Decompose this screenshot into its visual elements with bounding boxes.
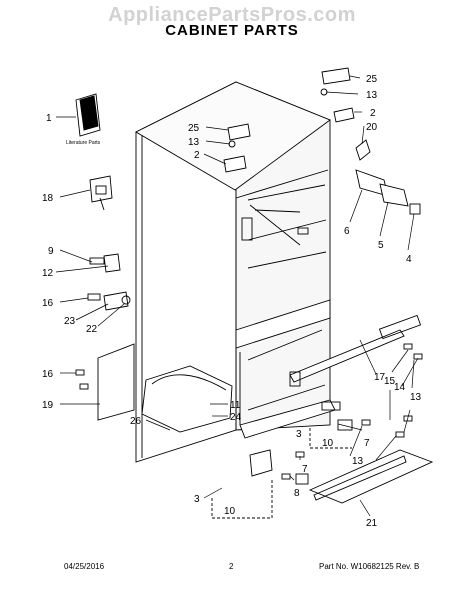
callout-7-right: 7: [364, 438, 370, 449]
page-title: CABINET PARTS: [165, 22, 299, 39]
callout-25-top: 25: [366, 74, 378, 85]
callout-10-bracket: [211, 428, 352, 519]
footer-date: 04/25/2016: [64, 562, 105, 571]
toe-kick-grille: [295, 449, 434, 504]
callout-9: 9: [48, 246, 54, 257]
callout-5: 5: [378, 240, 384, 251]
callout-20: 20: [366, 122, 378, 133]
callout-22: 22: [86, 324, 98, 335]
callout-21: 21: [366, 518, 378, 529]
part-19-plate: [75, 343, 135, 421]
callout-6: 6: [344, 226, 350, 237]
callout-10-left: 10: [224, 506, 236, 517]
callout-26: 26: [130, 416, 142, 427]
callout-2-right: 2: [370, 108, 376, 119]
part-11-24-gasket: [141, 365, 233, 433]
callout-8: 8: [294, 488, 300, 499]
callout-10-right: 10: [322, 438, 334, 449]
callout-13-top: 13: [366, 90, 378, 101]
callout-16-bottom: 16: [42, 369, 54, 380]
footer-part-number: Part No. W10682125 Rev. B: [319, 562, 420, 571]
callout-7-left: 7: [302, 464, 308, 475]
callout-12: 12: [42, 268, 54, 279]
watermark: AppliancePartsPros.com: [108, 4, 356, 26]
literature-label: Literature Parts: [66, 140, 101, 146]
part-18-bracket: [89, 175, 113, 211]
callout-11: 11: [230, 400, 241, 411]
callout-13-bottom: 13: [352, 456, 364, 467]
callout-3-left: 3: [194, 494, 200, 505]
callout-17: 17: [374, 372, 386, 383]
callout-19: 19: [42, 400, 54, 411]
part-2-hinge: [223, 88, 355, 173]
callout-23: 23: [64, 316, 76, 327]
callout-15: 15: [384, 376, 396, 387]
part-20-clip: [355, 139, 371, 161]
literature-parts: [75, 93, 101, 137]
callout-18: 18: [42, 193, 54, 204]
callout-24: 24: [230, 412, 242, 423]
part-9-12-hinge: [89, 253, 121, 273]
callout-13-left: 13: [188, 137, 200, 148]
lower-hardware: [281, 343, 423, 480]
drawer-rail: [289, 314, 422, 387]
footer-page-number: 2: [229, 562, 234, 571]
callout-14: 14: [394, 382, 406, 393]
callout-2-left: 2: [194, 150, 200, 161]
callout-25-left: 25: [188, 123, 200, 134]
callout-labels: 1 2 2 3 3 4 5 6 7 7 8 9 10 10 11 12 13 1…: [42, 74, 422, 529]
part-16-23-22-hinge: [87, 291, 131, 311]
leader-lines: [55, 75, 419, 517]
callout-3-right: 3: [296, 429, 302, 440]
callout-1: 1: [46, 113, 52, 124]
callout-4: 4: [406, 254, 412, 265]
part-25-cover: [227, 67, 351, 141]
callout-16-top: 16: [42, 298, 54, 309]
callout-13-right: 13: [410, 392, 422, 403]
part-6-5-4-handle: [355, 169, 421, 215]
